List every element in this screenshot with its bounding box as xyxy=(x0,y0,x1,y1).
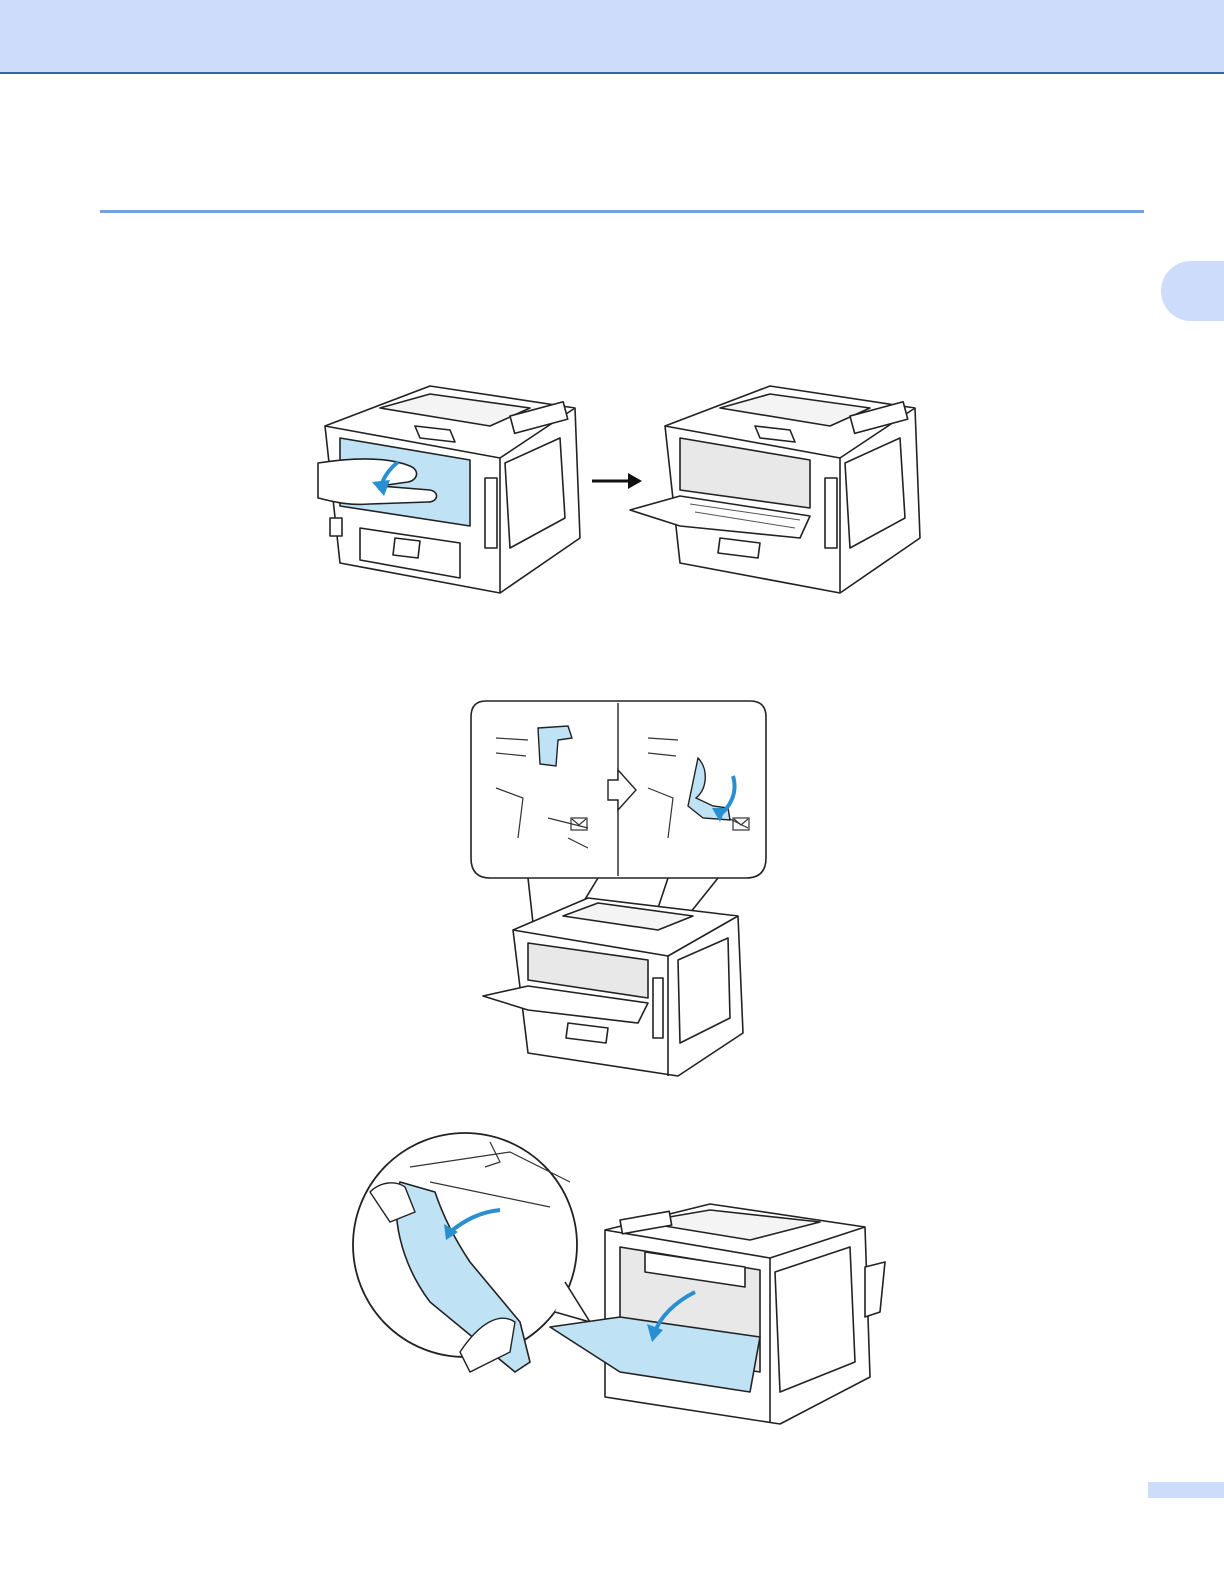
printer-open-back-cover-illustration xyxy=(300,378,930,603)
page-header-band xyxy=(0,0,1224,74)
chapter-side-tab xyxy=(1161,261,1224,321)
figure-open-back-cover xyxy=(300,378,930,603)
page-number-box xyxy=(1148,1482,1224,1498)
open-mp-tray-illustration xyxy=(350,1122,890,1427)
figure-envelope-lever xyxy=(468,698,768,1080)
figure-open-mp-tray xyxy=(350,1122,890,1427)
section-divider xyxy=(100,210,1144,213)
envelope-lever-push-down-illustration xyxy=(468,698,768,1080)
